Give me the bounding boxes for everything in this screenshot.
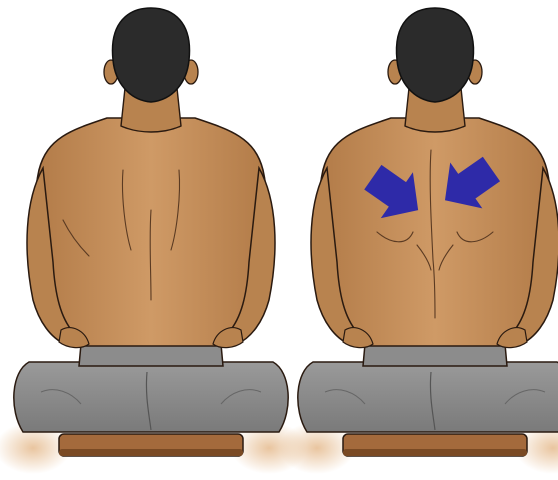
figure-relaxed	[0, 8, 307, 474]
seated-person-back-view	[279, 8, 558, 474]
figure-retracted	[279, 8, 558, 474]
seated-person-back-view	[0, 8, 307, 474]
